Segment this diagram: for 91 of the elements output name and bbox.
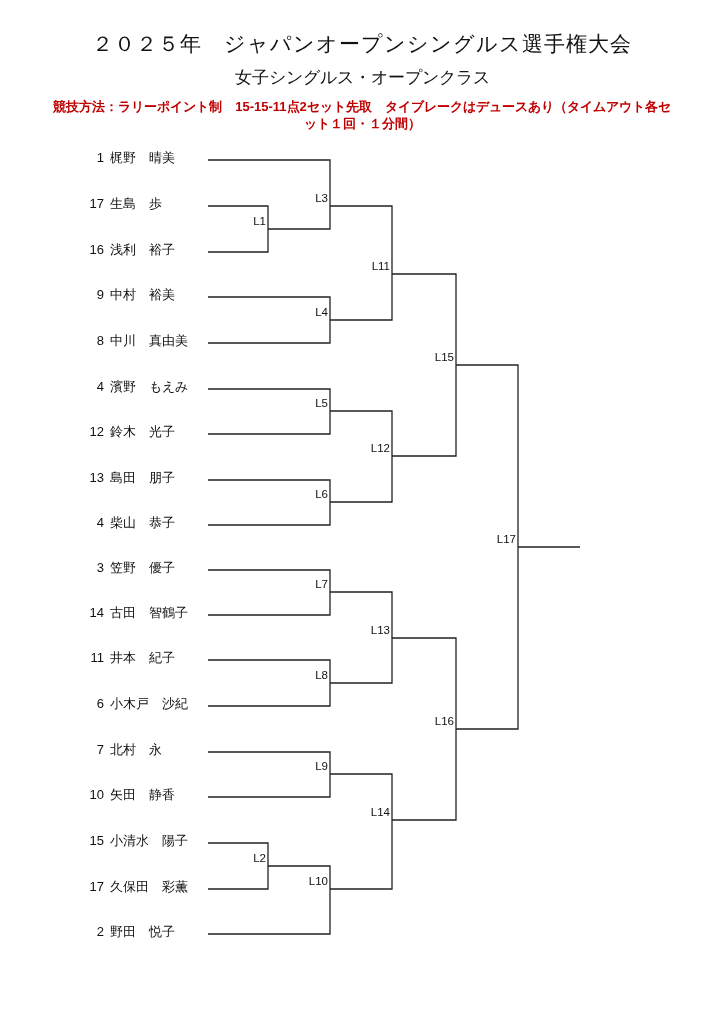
bracket-line <box>329 819 393 890</box>
bracket-line <box>329 773 393 821</box>
match-label: L15 <box>426 350 456 364</box>
seed-number: 14 <box>88 604 104 622</box>
seed-number: 6 <box>95 695 104 713</box>
bracket-line <box>207 751 331 775</box>
bracket-line <box>329 591 393 639</box>
match-label: L7 <box>300 577 330 591</box>
player-name: 中川 真由美 <box>110 332 188 350</box>
bracket-line <box>207 159 331 207</box>
bracket-line <box>207 682 331 707</box>
match-label: L9 <box>300 759 330 773</box>
rules-note: 競技方法：ラリーポイント制 15-15-11点2セット先取 タイブレークはデュースあり（タイムアウト各セット１回・１分間） <box>52 98 672 132</box>
match-label: L10 <box>300 874 330 888</box>
seed-number: 11 <box>89 649 104 667</box>
seed-number: 16 <box>88 241 104 259</box>
player-name: 北村 永 <box>110 741 162 759</box>
bracket-line <box>207 591 331 616</box>
bracket-line <box>207 410 331 435</box>
bracket-line <box>207 865 269 890</box>
seed-number: 15 <box>88 832 104 850</box>
seed-number: 9 <box>95 286 104 304</box>
seed-number: 17 <box>88 878 104 896</box>
bracket-line <box>391 728 457 821</box>
bracket-line <box>329 273 393 321</box>
player-name: 久保田 彩薫 <box>110 878 188 896</box>
player-name: 濱野 もえみ <box>110 378 188 396</box>
match-label: L16 <box>426 714 456 728</box>
match-label: L4 <box>300 305 330 319</box>
title: ２０２５年 ジャパンオープンシングルス選手権大会 <box>91 31 633 57</box>
bracket-line <box>329 637 393 684</box>
match-label: L1 <box>238 214 268 228</box>
bracket-line <box>329 205 393 275</box>
seed-number: 3 <box>95 559 104 577</box>
player-name: 野田 悦子 <box>110 923 175 941</box>
seed-number: 17 <box>88 195 104 213</box>
bracket-line <box>207 296 331 321</box>
player-name: 梶野 晴美 <box>110 149 175 167</box>
match-label: L5 <box>300 396 330 410</box>
match-label: L11 <box>362 259 392 273</box>
seed-number: 10 <box>88 786 104 804</box>
bracket-line <box>207 501 331 526</box>
bracket-line <box>391 273 457 366</box>
seed-number: 4 <box>95 514 104 532</box>
player-name: 笠野 優子 <box>110 559 175 577</box>
player-name: 浅利 裕子 <box>110 241 175 259</box>
bracket-line <box>207 569 331 593</box>
match-label: L17 <box>488 532 518 546</box>
match-label: L3 <box>300 191 330 205</box>
bracket-line <box>391 637 457 730</box>
seed-number: 2 <box>95 923 104 941</box>
bracket-line <box>517 546 581 548</box>
player-name: 鈴木 光子 <box>110 423 175 441</box>
match-label: L6 <box>300 487 330 501</box>
player-name: 古田 智鶴子 <box>110 604 188 622</box>
bracket-line <box>207 228 269 253</box>
bracket-line <box>207 205 269 230</box>
bracket-line <box>207 659 331 684</box>
seed-number: 4 <box>95 378 104 396</box>
seed-number: 8 <box>95 332 104 350</box>
bracket-line <box>391 364 457 457</box>
match-label: L2 <box>238 851 268 865</box>
player-name: 小清水 陽子 <box>110 832 188 850</box>
player-name: 井本 紀子 <box>110 649 175 667</box>
seed-number: 1 <box>95 149 104 167</box>
player-name: 中村 裕美 <box>110 286 175 304</box>
bracket-line <box>207 388 331 412</box>
player-name: 柴山 恭子 <box>110 514 175 532</box>
subtitle: 女子シングルス・オープンクラス <box>233 67 491 89</box>
player-name: 矢田 静香 <box>110 786 175 804</box>
match-label: L8 <box>300 668 330 682</box>
bracket-line <box>207 842 269 867</box>
bracket-line <box>207 319 331 344</box>
bracket-line <box>329 410 393 457</box>
bracket-line <box>207 888 331 935</box>
match-label: L12 <box>362 441 392 455</box>
bracket-line <box>207 479 331 503</box>
bracket-line <box>455 364 519 548</box>
player-name: 生島 歩 <box>110 195 162 213</box>
player-name: 小木戸 沙紀 <box>110 695 188 713</box>
seed-number: 7 <box>95 741 104 759</box>
bracket-line <box>207 773 331 798</box>
match-label: L13 <box>362 623 392 637</box>
bracket-line <box>329 455 393 503</box>
seed-number: 13 <box>88 469 104 487</box>
bracket-line <box>267 205 331 230</box>
match-label: L14 <box>362 805 392 819</box>
player-name: 島田 朋子 <box>110 469 175 487</box>
seed-number: 12 <box>88 423 104 441</box>
bracket-line <box>455 546 519 730</box>
bracket-line <box>267 865 331 890</box>
